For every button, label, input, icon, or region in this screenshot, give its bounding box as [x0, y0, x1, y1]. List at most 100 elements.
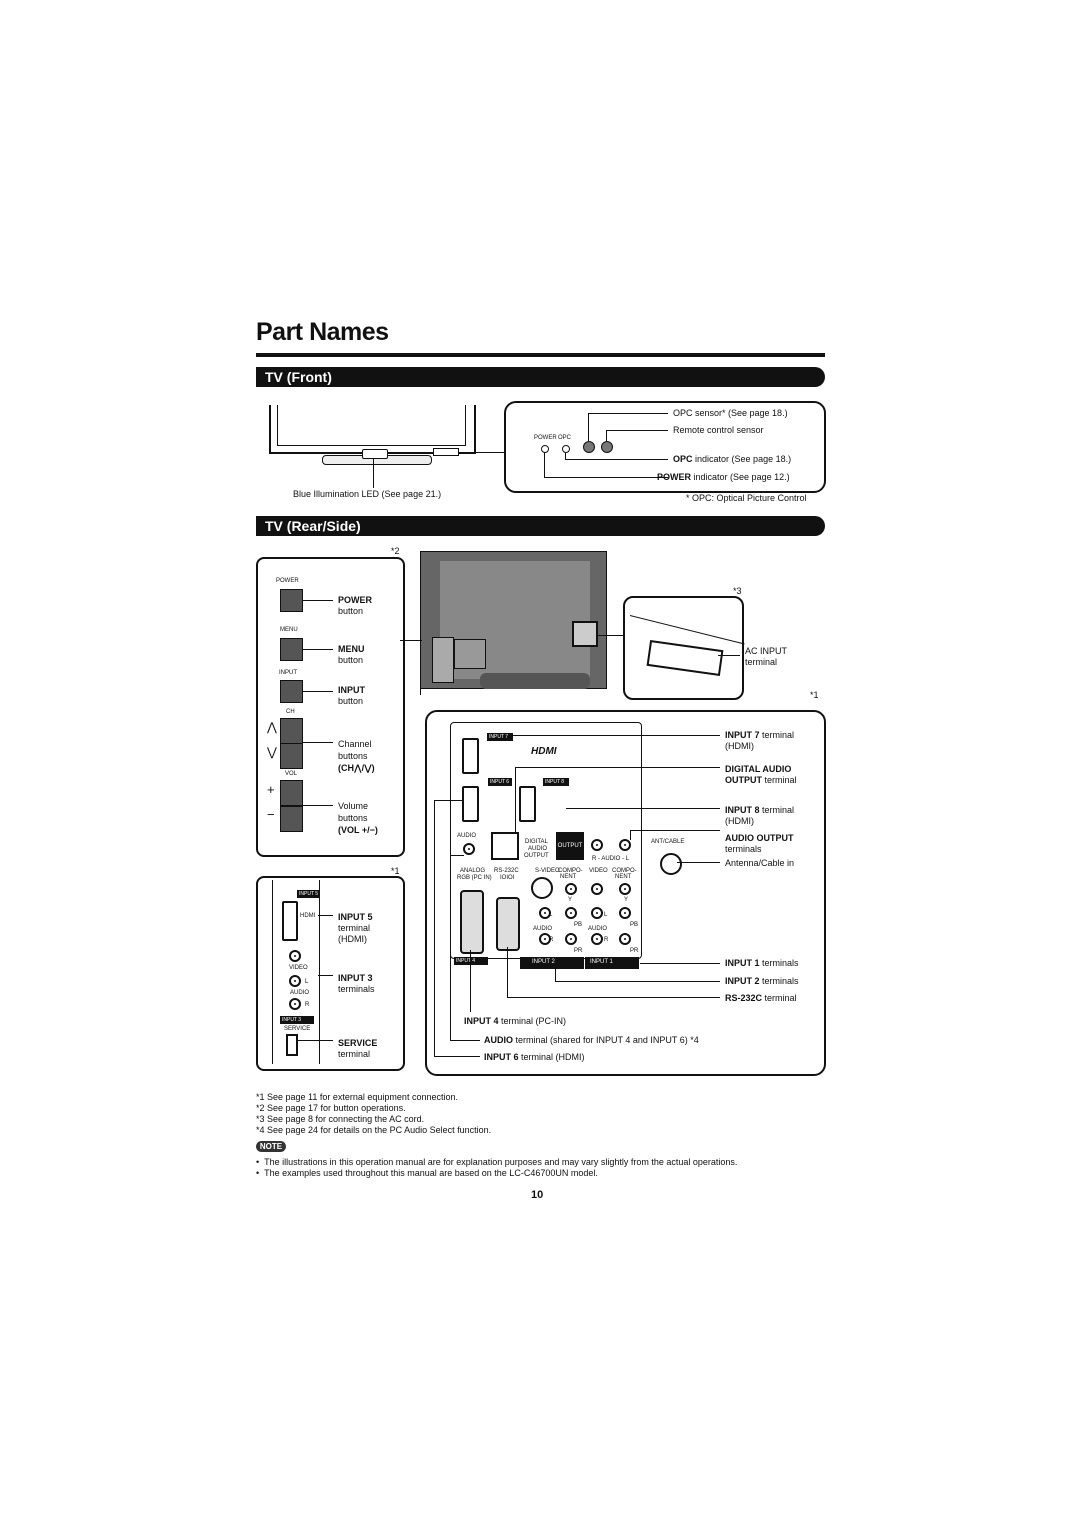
compo-label-2: COMPO-: [612, 868, 637, 874]
rs232c-label: RS-232C: [494, 868, 519, 874]
s-video-port[interactable]: [531, 877, 553, 899]
menu-button[interactable]: [280, 638, 303, 661]
audio-panel-label: AUDIO: [457, 833, 477, 839]
audio-l-jack[interactable]: [289, 975, 301, 987]
input1-video-jack[interactable]: [591, 883, 603, 895]
input-button[interactable]: [280, 680, 303, 703]
l-small-label: L: [305, 979, 309, 985]
title-rule: [256, 353, 825, 357]
input1-callout: INPUT 1 terminals: [725, 958, 799, 968]
input6-callout: INPUT 6 terminal (HDMI): [484, 1052, 585, 1062]
input5-tab: INPUT 5: [297, 890, 321, 898]
r-label-2: R: [604, 937, 609, 943]
pr-label-2: PR: [630, 948, 639, 954]
power-button-small-label: POWER: [276, 578, 299, 584]
digital-audio-output-port[interactable]: [491, 832, 519, 860]
note-mark-3: *3: [733, 586, 742, 596]
input2-pr-jack[interactable]: [565, 933, 577, 945]
input5-hdmi-port[interactable]: [282, 901, 298, 941]
power-indicator-callout: POWER indicator (See page 12.): [657, 472, 790, 482]
audio-out-r-jack[interactable]: [591, 839, 603, 851]
blue-led-label: Blue Illumination LED (See page 21.): [293, 489, 442, 499]
input8-hdmi-port[interactable]: [519, 786, 536, 822]
tv-front-illustration: [269, 405, 476, 467]
antenna-jack[interactable]: [660, 853, 682, 875]
audio-r-jack[interactable]: [289, 998, 301, 1010]
opc-sensor-icon: [583, 441, 595, 453]
volume-down-button[interactable]: [280, 806, 303, 832]
input2-y-jack[interactable]: [565, 883, 577, 895]
video-jack[interactable]: [289, 950, 301, 962]
ioioi-label: IOIOI: [500, 875, 515, 881]
l-label-1: L: [549, 912, 553, 918]
volume-up-button[interactable]: [280, 780, 303, 806]
ch-small-label: CH: [286, 709, 295, 715]
remote-sensor-callout: Remote control sensor: [673, 425, 764, 435]
input1-pr-jack[interactable]: [619, 933, 631, 945]
service-port[interactable]: [286, 1034, 298, 1056]
digital-label: DIGITAL: [525, 839, 548, 845]
input2-audio-r-jack[interactable]: [539, 933, 551, 945]
channel-up-button[interactable]: [280, 718, 303, 744]
note-item-2: • The examples used throughout this manu…: [256, 1168, 598, 1178]
menu-button-small-label: MENU: [280, 627, 298, 633]
input6-hdmi-port[interactable]: [462, 786, 479, 822]
audio-small-label: AUDIO: [290, 990, 310, 996]
input1-audio-r-jack[interactable]: [591, 933, 603, 945]
input2-tab: INPUT 2: [532, 959, 555, 965]
rs232c-port[interactable]: [496, 897, 520, 951]
ant-cable-label: ANT/CABLE: [651, 839, 685, 845]
blue-illumination-led: [362, 449, 388, 459]
r-small-label: R: [305, 1002, 310, 1008]
rs232c-callout: RS-232C terminal: [725, 993, 797, 1003]
nent-label-1: NENT: [560, 874, 577, 880]
r-audio-l-label: R - AUDIO - L: [592, 856, 630, 862]
vol-small-label: VOL: [285, 771, 298, 777]
output-label: OUTPUT: [524, 853, 549, 859]
service-small-label: SERVICE: [284, 1026, 311, 1032]
power-button[interactable]: [280, 589, 303, 612]
input7-callout: INPUT 7 terminal(HDMI): [725, 730, 795, 751]
input1-audio-l-jack[interactable]: [591, 907, 603, 919]
footnote-1: *1 See page 11 for external equipment co…: [256, 1092, 458, 1102]
note-mark-2: *2: [391, 546, 400, 556]
chevron-down-icon: ⋁: [267, 745, 277, 759]
input1-pb-jack[interactable]: [619, 907, 631, 919]
s-video-label: S-VIDEO: [535, 868, 560, 874]
analog-rgb-port[interactable]: [460, 890, 484, 954]
input1-y-jack[interactable]: [619, 883, 631, 895]
section-bar-rear: TV (Rear/Side): [256, 516, 825, 536]
page-number: 10: [531, 1189, 544, 1201]
rgb-pc-in-label: RGB (PC IN): [457, 875, 492, 881]
footnote-4: *4 See page 24 for details on the PC Aud…: [256, 1125, 492, 1135]
input2-audio-l-jack[interactable]: [539, 907, 551, 919]
compo-label-1: COMPO-: [558, 868, 583, 874]
input7-hdmi-port[interactable]: [462, 738, 479, 774]
r-label-1: R: [549, 937, 554, 943]
channel-down-button[interactable]: [280, 743, 303, 769]
footnote-2: *2 See page 17 for button operations.: [256, 1103, 406, 1113]
hdmi-small-label: HDMI: [300, 913, 316, 919]
pr-label-1: PR: [574, 948, 583, 954]
pc-audio-jack[interactable]: [463, 843, 475, 855]
input8-callout: INPUT 8 terminal(HDMI): [725, 805, 795, 826]
hdmi-logo: HDMI: [531, 746, 557, 757]
opc-footnote: * OPC: Optical Picture Control: [686, 493, 807, 503]
input4-callout: INPUT 4 terminal (PC-IN): [464, 1016, 567, 1026]
side-terminals-box: [256, 876, 405, 1071]
pb-label-1: PB: [574, 922, 583, 928]
audio-out-l-jack[interactable]: [619, 839, 631, 851]
input2-pb-jack[interactable]: [565, 907, 577, 919]
input8-tab: INPUT 8: [543, 778, 569, 786]
chevron-up-icon: ⋀: [267, 720, 277, 734]
